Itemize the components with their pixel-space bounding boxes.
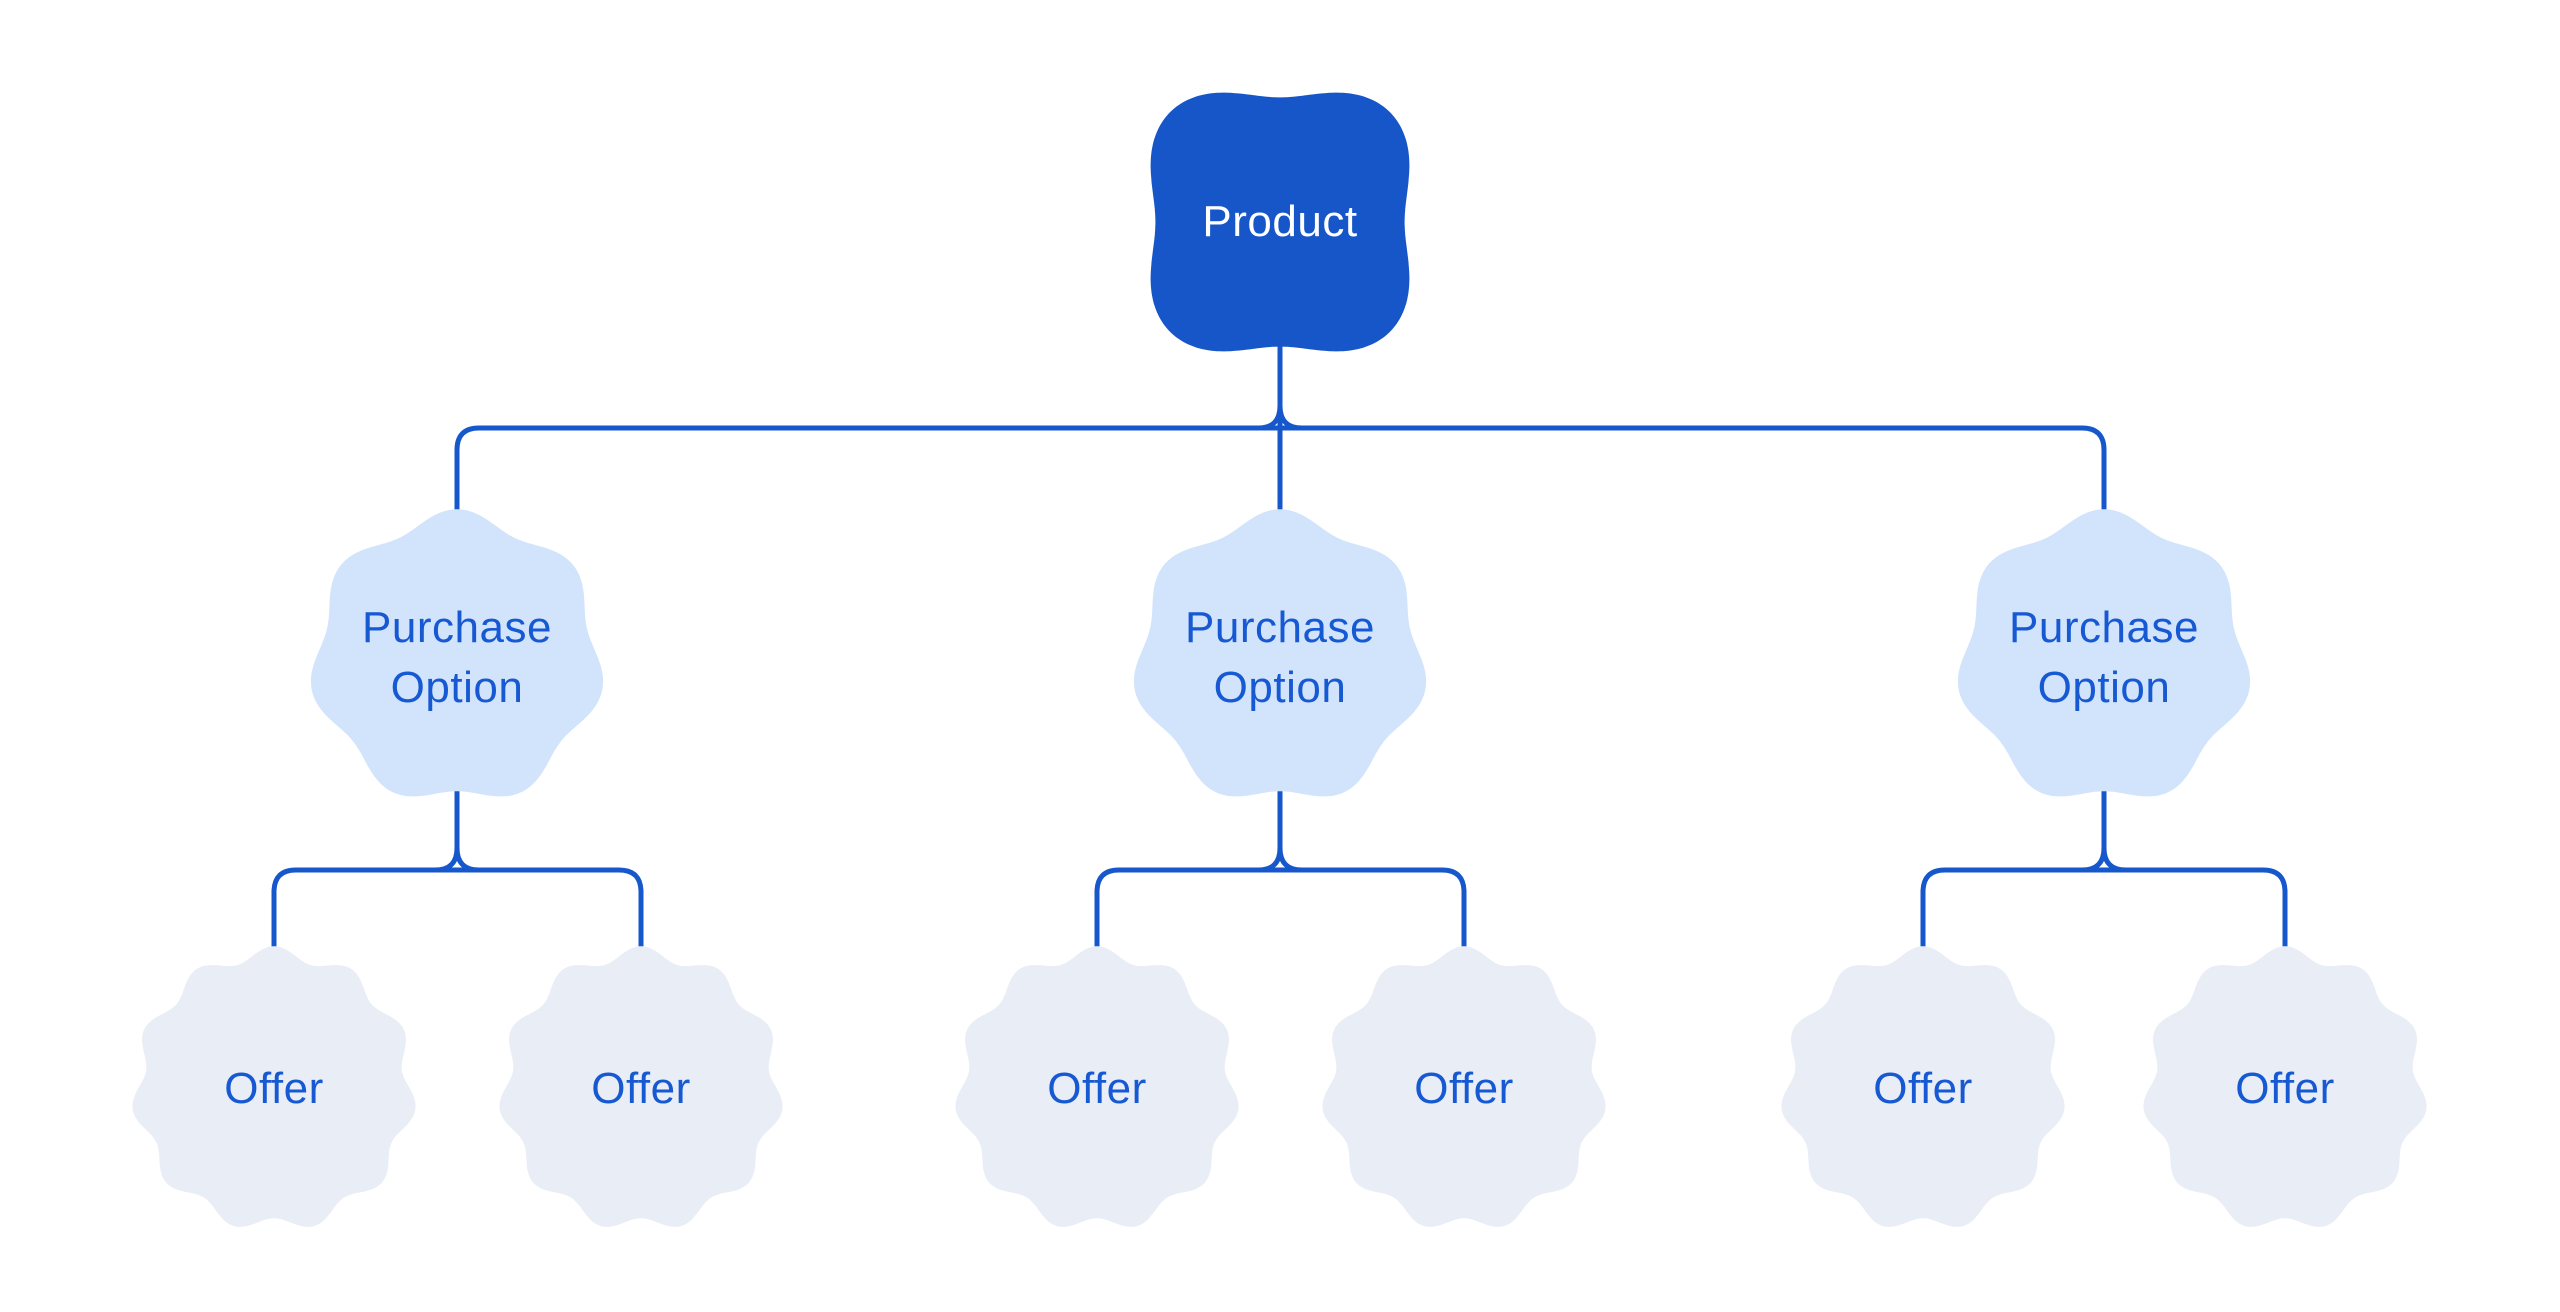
connector-fork1-stem xyxy=(434,786,460,873)
connector-fork2-bar xyxy=(1094,867,1467,952)
product-node-shape xyxy=(1150,92,1410,352)
connector-fork1-fillet-right xyxy=(454,847,480,873)
purchase-option-node-shape-1 xyxy=(310,509,604,797)
connector-root-fillet-right xyxy=(1277,405,1303,431)
connector-fork3-stem xyxy=(2081,786,2107,873)
offer-node-shape-4 xyxy=(1322,946,1606,1227)
purchase-option-node-shape-2 xyxy=(1133,509,1427,797)
connector-root-fillet-left xyxy=(1257,405,1283,431)
connector-fork3-bar xyxy=(1920,867,2288,952)
offer-node-shape-1 xyxy=(132,946,416,1227)
offer-node-shape-2 xyxy=(499,946,783,1227)
connector-fork1-bar xyxy=(271,867,644,952)
offer-node-shape-6 xyxy=(2143,946,2427,1227)
connector-fork2-fillet-right xyxy=(1277,847,1303,873)
purchase-option-node-shape-3 xyxy=(1957,509,2251,797)
offer-node-shape-5 xyxy=(1781,946,2065,1227)
connector-fork3-fillet-right xyxy=(2101,847,2127,873)
offer-node-shape-3 xyxy=(955,946,1239,1227)
connector-fork2-stem xyxy=(1257,786,1283,873)
connector-group xyxy=(271,342,2288,952)
